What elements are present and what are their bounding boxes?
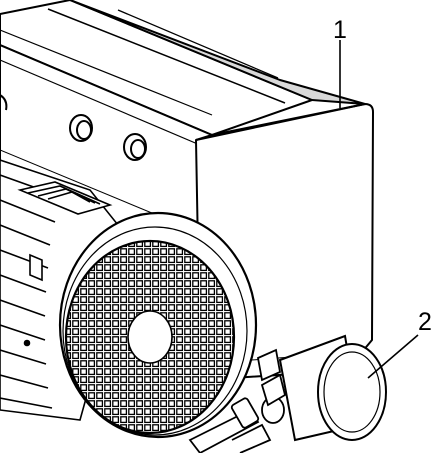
callout-2-label: 2 bbox=[418, 308, 432, 336]
callout-2-leader bbox=[367, 334, 419, 379]
fan-hub bbox=[127, 310, 173, 364]
valve-fitting bbox=[188, 348, 287, 453]
housing-bolt-right bbox=[123, 133, 147, 161]
end-cap bbox=[278, 334, 387, 442]
partial-bolt bbox=[0, 94, 8, 111]
callout-1-label: 1 bbox=[333, 16, 347, 44]
housing-bolt-left bbox=[69, 114, 93, 142]
